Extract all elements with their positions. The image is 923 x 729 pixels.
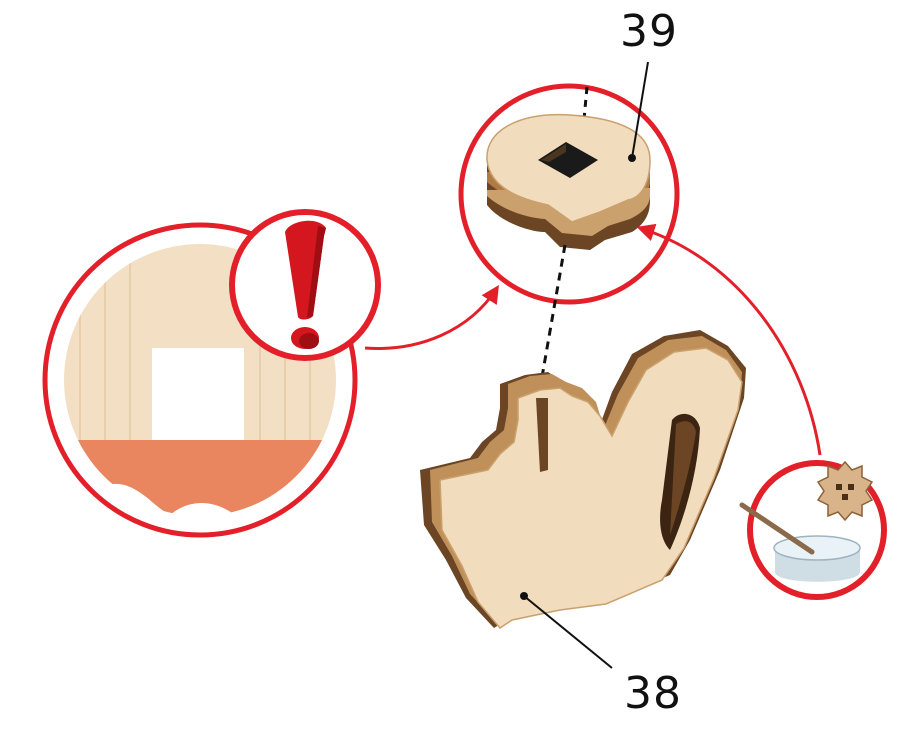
zoom-square-hole xyxy=(152,348,244,440)
part-38-piece xyxy=(420,330,746,629)
part-39-piece xyxy=(486,113,651,250)
glue-pot-icon xyxy=(773,535,861,582)
part-38-leader-line xyxy=(523,595,613,669)
warning-to-part-arrow xyxy=(364,284,499,350)
warning-exclamation-icon xyxy=(285,220,326,349)
part-39-number: 39 xyxy=(620,6,678,57)
warning-callout xyxy=(229,209,381,361)
glue-callout xyxy=(739,460,887,600)
glue-brush-icon xyxy=(739,502,815,555)
part-39-leader-line xyxy=(631,61,649,159)
glue-to-part-arrow xyxy=(636,223,822,456)
gear-icon xyxy=(816,460,874,522)
part-39-callout xyxy=(458,83,680,305)
part-38-number: 38 xyxy=(624,668,682,719)
